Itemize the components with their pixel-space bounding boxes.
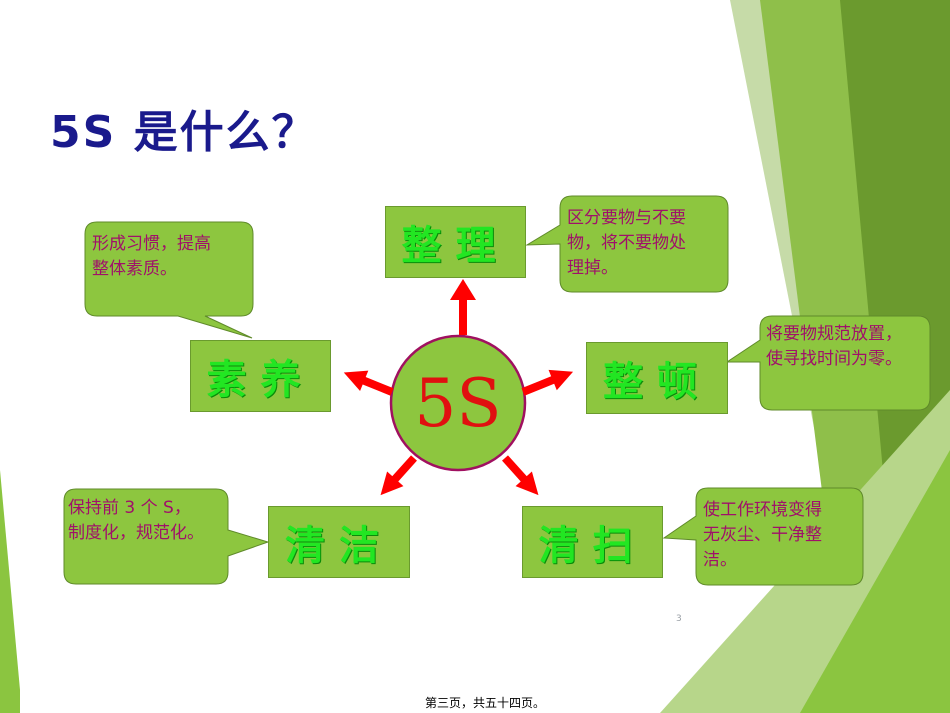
note-shitsuke: 形成习惯，提高 整体素质。 [92,234,211,279]
callout-seiton [725,315,931,411]
arrow-down-left [380,455,417,496]
callout-seiketsu [63,488,270,585]
note-seiri: 区分要物与不要 物，将不要物处 理掉。 [567,208,686,278]
arrows [343,279,574,496]
note-seiso: 使工作环境变得 无灰尘、干净整 洁。 [703,500,822,570]
box-seiketsu: 清洁 [268,506,410,578]
center-circle [389,334,527,472]
note-seiketsu: 保持前 3 个 S， 制度化，规范化。 [68,498,204,543]
arrow-left [343,370,394,396]
callout-seiri [525,195,729,293]
box-seiso: 清扫 [522,506,663,578]
arrow-right [521,369,574,396]
page-number: 3 [676,614,682,624]
footer-text: 第三页，共五十四页。 [425,696,546,710]
box-seiton: 整顿 [586,342,728,414]
decor-shape-lower-dark [800,450,950,713]
box-seiri: 整理 [385,206,526,278]
arrow-up-shaft [459,297,467,335]
arrow-down-right [502,455,539,496]
arrow-up-head [450,279,476,300]
box-shitsuke: 素养 [190,340,331,412]
callout-shitsuke [84,221,254,339]
slide-title: 5S 是什么？ [50,107,318,158]
decor-shape-left [0,470,20,713]
callout-seiso [662,487,864,586]
note-seiton: 将要物规范放置， 使寻找时间为零。 [766,324,902,369]
center-label: 5S [414,364,502,442]
